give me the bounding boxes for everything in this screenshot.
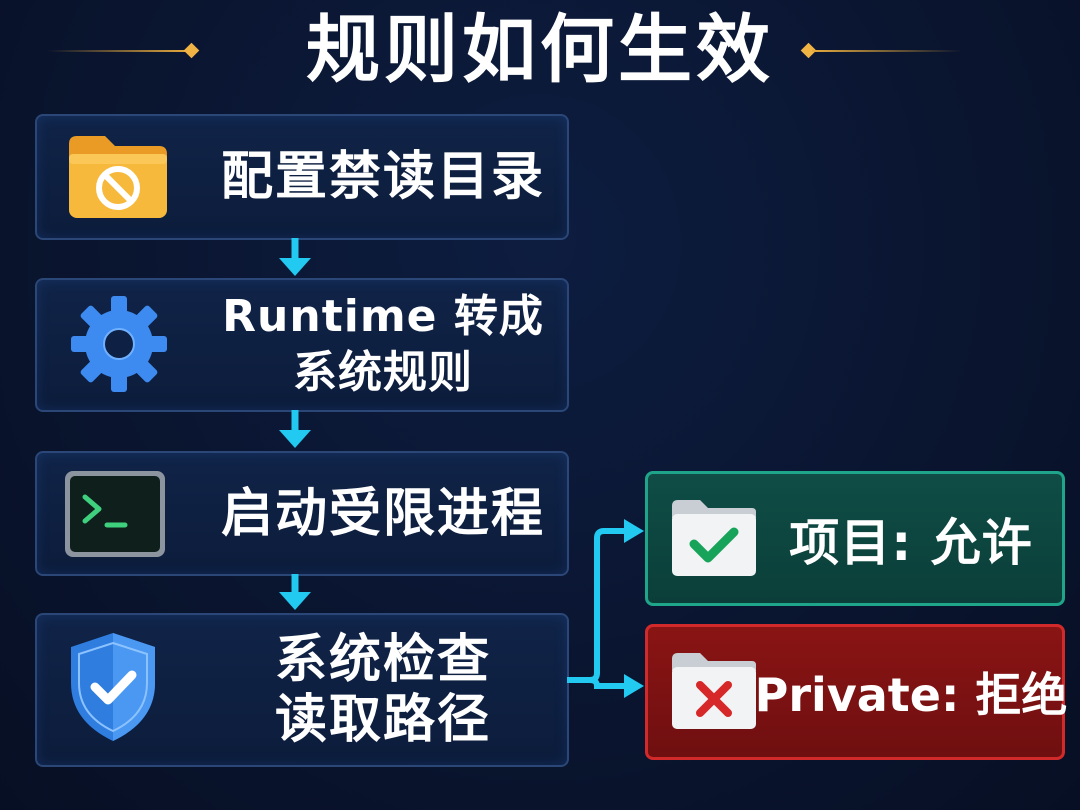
arrow-to-allow (624, 519, 644, 543)
step-label: Runtime 转成 系统规则 (205, 280, 561, 410)
gear-icon (71, 296, 167, 392)
folder-check-icon (672, 500, 756, 576)
page-title: 规则如何生效 (306, 7, 774, 93)
result-deny: Private: 拒绝 (645, 624, 1068, 760)
step-launch-restricted-process: 启动受限进程 (35, 451, 569, 576)
shield-check-icon (71, 633, 155, 741)
title-line-right (812, 50, 962, 52)
result-allow: 项目: 允许 (645, 471, 1065, 606)
arrow-step1-to-step2 (279, 238, 311, 276)
step-label-line: 启动受限进程 (220, 483, 545, 544)
step-configure-blocked-dirs: 配置禁读目录 (35, 114, 569, 240)
branch-connector (567, 519, 644, 698)
step-label-line: 配置禁读目录 (220, 147, 545, 207)
step-label-line: 系统规则 (293, 347, 473, 398)
step-label: 配置禁读目录 (205, 116, 561, 238)
step-system-check-path: 系统检查 读取路径 (35, 613, 569, 767)
arrow-to-deny (624, 674, 644, 698)
step-label-line: 读取路径 (274, 690, 491, 750)
arrow-step2-to-step3 (279, 410, 311, 448)
step-label-line: Runtime 转成 (222, 291, 544, 342)
result-label: 项目: 允许 (789, 513, 1033, 572)
result-label: Private: 拒绝 (754, 668, 1068, 722)
folder-block-icon (69, 136, 167, 218)
arrow-step3-to-step4 (279, 574, 311, 610)
step-label: 启动受限进程 (205, 453, 561, 574)
folder-x-icon (672, 653, 756, 729)
step-runtime-convert: Runtime 转成 系统规则 (35, 278, 569, 412)
terminal-icon (65, 471, 165, 557)
step-label-line: 系统检查 (274, 630, 491, 690)
step-label: 系统检查 读取路径 (205, 615, 561, 765)
title-line-left (48, 50, 188, 52)
